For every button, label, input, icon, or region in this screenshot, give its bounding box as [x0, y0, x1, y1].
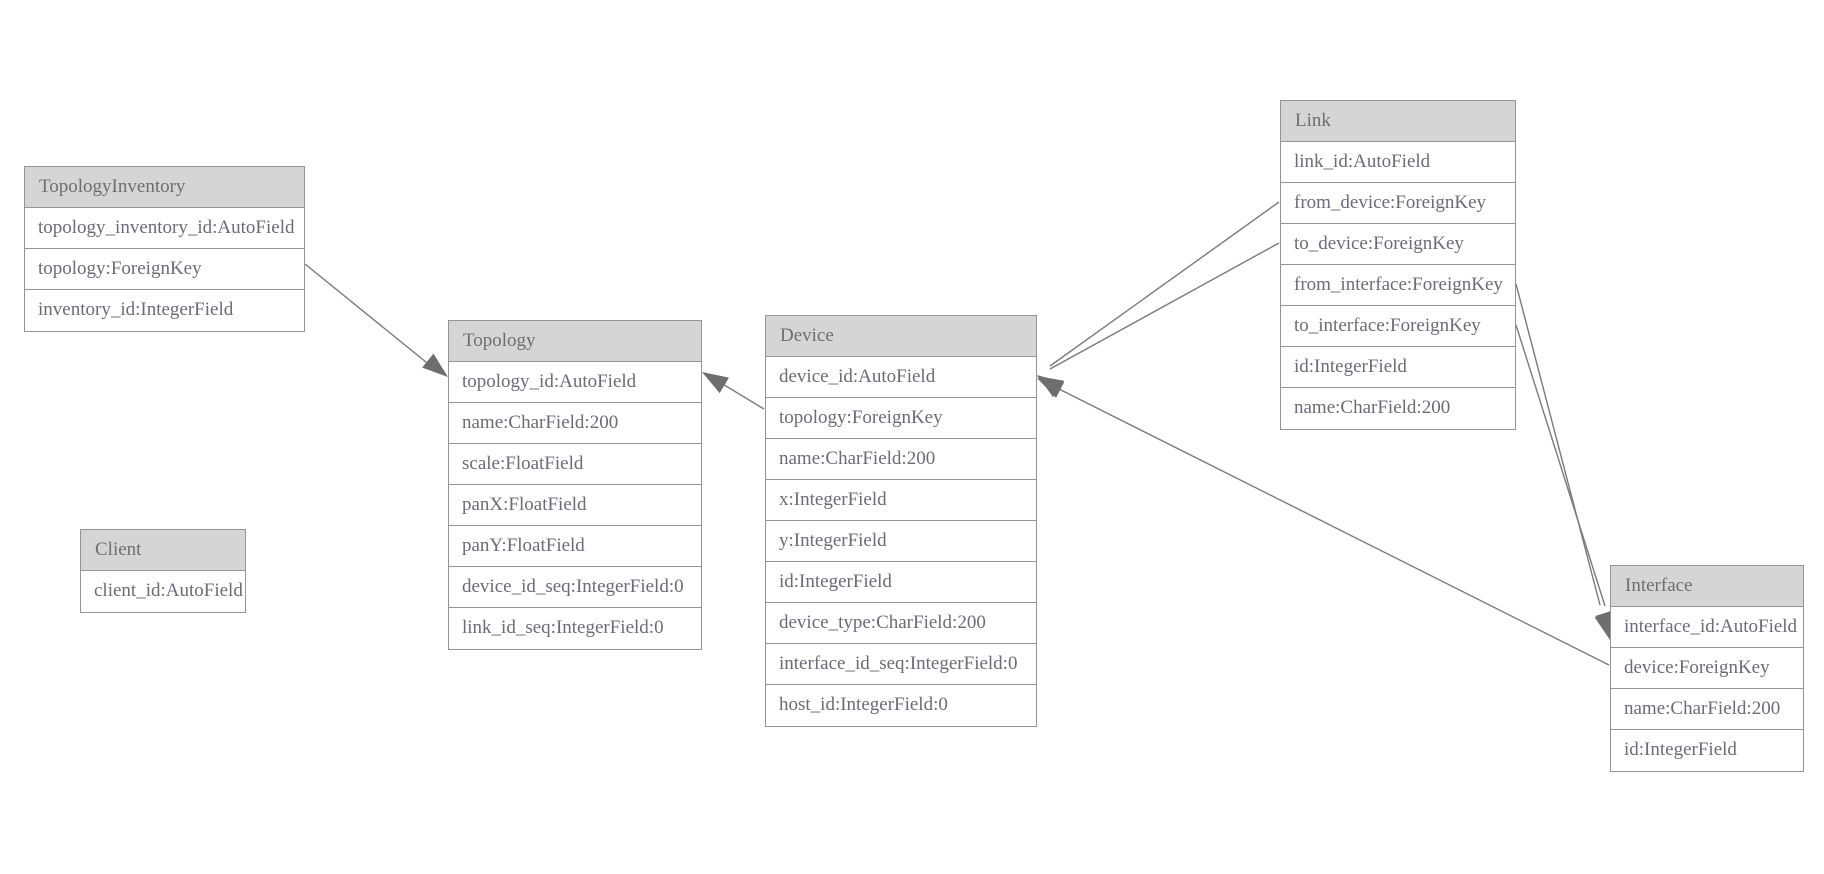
entity-field-link-0[interactable]: link_id:AutoField — [1281, 142, 1515, 183]
entity-field-device-6[interactable]: device_type:CharField:200 — [766, 603, 1036, 644]
relationship-line-topologyinventory-topology[interactable] — [304, 263, 438, 372]
entity-field-topology-2[interactable]: scale:FloatField — [449, 444, 701, 485]
entity-field-device-5[interactable]: id:IntegerField — [766, 562, 1036, 603]
entity-field-topologyinventory-1[interactable]: topology:ForeignKey — [25, 249, 304, 290]
entity-field-interface-3[interactable]: id:IntegerField — [1611, 730, 1803, 771]
entity-field-topology-0[interactable]: topology_id:AutoField — [449, 362, 701, 403]
relationship-line-link-from-device[interactable] — [1049, 201, 1280, 367]
entity-field-link-1[interactable]: from_device:ForeignKey — [1281, 183, 1515, 224]
entity-field-topology-6[interactable]: link_id_seq:IntegerField:0 — [449, 608, 701, 649]
entity-field-topology-5[interactable]: device_id_seq:IntegerField:0 — [449, 567, 701, 608]
arrowhead-device-topology — [702, 372, 729, 394]
entity-field-topology-4[interactable]: panY:FloatField — [449, 526, 701, 567]
entity-title-client: Client — [81, 530, 245, 571]
entity-field-topology-3[interactable]: panX:FloatField — [449, 485, 701, 526]
entity-field-link-5[interactable]: id:IntegerField — [1281, 347, 1515, 388]
entity-title-topology: Topology — [449, 321, 701, 362]
entity-field-link-3[interactable]: from_interface:ForeignKey — [1281, 265, 1515, 306]
entity-title-topologyinventory: TopologyInventory — [25, 167, 304, 208]
entity-field-link-4[interactable]: to_interface:ForeignKey — [1281, 306, 1515, 347]
entity-field-device-8[interactable]: host_id:IntegerField:0 — [766, 685, 1036, 726]
relationship-line-link-from-interface[interactable] — [1515, 283, 1601, 606]
entity-title-interface: Interface — [1611, 566, 1803, 607]
entity-field-device-7[interactable]: interface_id_seq:IntegerField:0 — [766, 644, 1036, 685]
relationship-line-link-to-interface[interactable] — [1515, 324, 1606, 607]
arrowhead-interface-device — [1037, 378, 1065, 398]
relationship-line-link-to-device[interactable] — [1049, 242, 1280, 370]
entity-field-device-4[interactable]: y:IntegerField — [766, 521, 1036, 562]
entity-field-device-3[interactable]: x:IntegerField — [766, 480, 1036, 521]
entity-field-topologyinventory-2[interactable]: inventory_id:IntegerField — [25, 290, 304, 331]
entity-field-topologyinventory-0[interactable]: topology_inventory_id:AutoField — [25, 208, 304, 249]
entity-field-device-2[interactable]: name:CharField:200 — [766, 439, 1036, 480]
entity-field-client-0[interactable]: client_id:AutoField — [81, 571, 245, 612]
entity-field-device-0[interactable]: device_id:AutoField — [766, 357, 1036, 398]
entity-field-interface-2[interactable]: name:CharField:200 — [1611, 689, 1803, 730]
entity-field-link-2[interactable]: to_device:ForeignKey — [1281, 224, 1515, 265]
arrowhead-link-to-device — [1037, 376, 1065, 397]
entity-title-link: Link — [1281, 101, 1515, 142]
entity-field-interface-1[interactable]: device:ForeignKey — [1611, 648, 1803, 689]
entity-field-device-1[interactable]: topology:ForeignKey — [766, 398, 1036, 439]
entity-field-interface-0[interactable]: interface_id:AutoField — [1611, 607, 1803, 648]
entity-field-link-6[interactable]: name:CharField:200 — [1281, 388, 1515, 429]
relationship-line-device-topology[interactable] — [715, 379, 765, 410]
entity-field-topology-1[interactable]: name:CharField:200 — [449, 403, 701, 444]
entity-title-device: Device — [766, 316, 1036, 357]
